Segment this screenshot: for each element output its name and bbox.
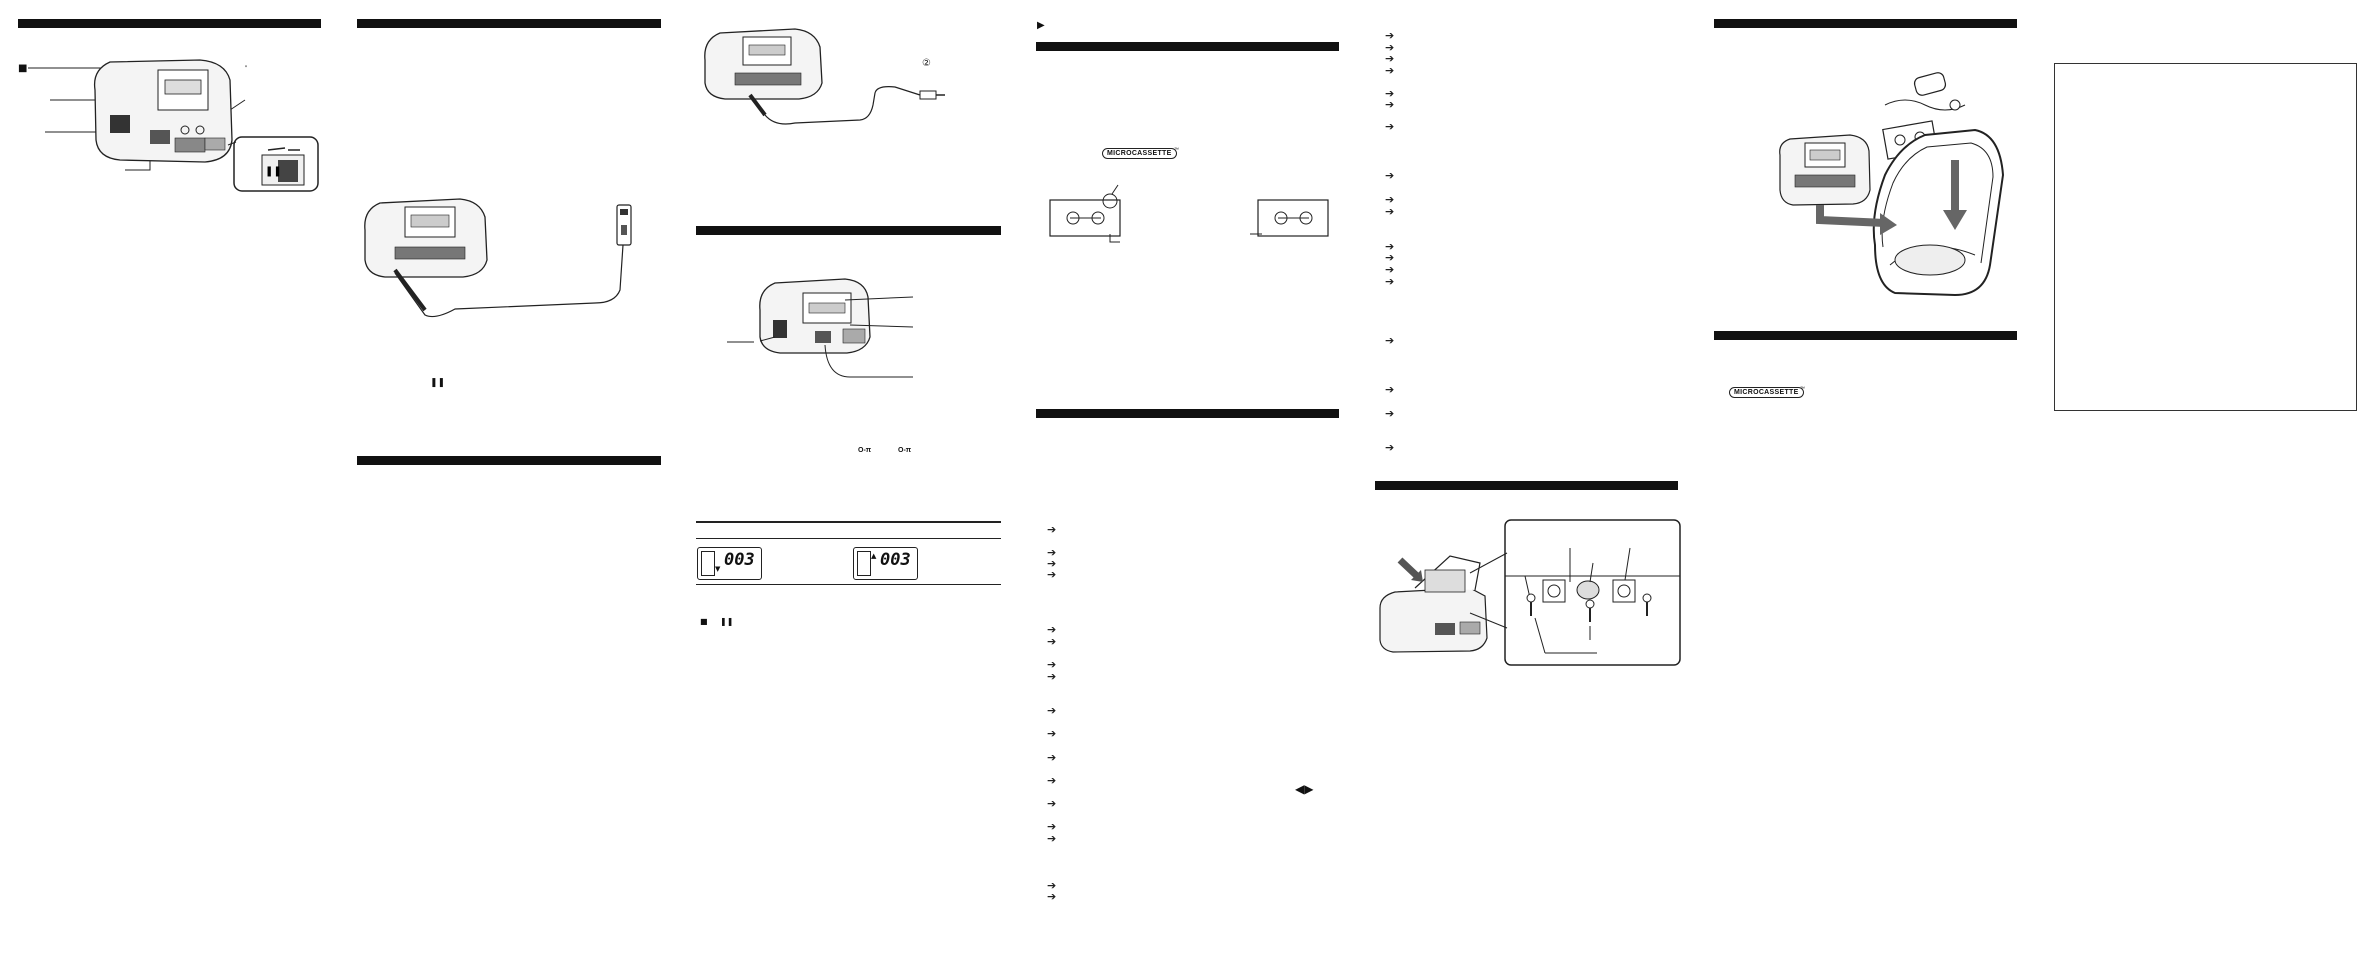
bullet-arrow: ➔ [1385,29,1395,42]
stop-symbol: ■ [18,63,28,74]
bullet-arrow: ➔ [1385,64,1395,77]
bullet-arrow: ➔ [1385,41,1395,54]
counter-value: 003 [880,550,911,570]
table-header-rule [696,538,1001,539]
microcassette-logo: MICROCASSETTE [1729,387,1804,398]
section-header-bar [1036,42,1339,51]
bullet-arrow: ➔ [1047,890,1057,903]
svg-text:″: ″ [245,66,248,72]
play-symbol: ▶ [1037,20,1045,31]
section-header-bar [357,19,661,28]
table-top-rule [696,521,1001,523]
bullet-arrow: ➔ [1385,263,1395,276]
svg-text:❚❚: ❚❚ [265,166,282,177]
bullet-arrow: ➔ [1047,623,1057,636]
recorder-controls-diagram-icon [727,278,914,378]
bullet-arrow: ➔ [1047,774,1057,787]
bullet-arrow: ➔ [1385,240,1395,253]
cassette-diagram-icon [1049,184,1329,243]
section-header-bar [1036,409,1339,418]
bullet-arrow: ➔ [1385,334,1395,347]
section-header-bar [1714,331,2017,340]
bullet-arrow: ➔ [1385,52,1395,65]
bullet-arrow: ➔ [1385,251,1395,264]
stop-symbol: ■ [700,617,708,626]
bullet-arrow: ➔ [1047,751,1057,764]
trademark-symbol: ™ [1174,147,1179,153]
carrying-case-icon [1779,72,2005,297]
bullet-arrow: ➔ [1047,727,1057,740]
bullet-arrow: ➔ [1385,169,1395,182]
counter-indicator: ▲ [871,552,877,560]
pause-symbol: ❚❚ [720,617,734,626]
table-bottom-rule [696,584,1001,585]
bullet-arrow: ➔ [1047,523,1057,536]
bullet-arrow: ➔ [1385,383,1395,396]
bullet-arrow: ➔ [1047,704,1057,717]
microcassette-logo: MICROCASSETTE [1102,148,1177,159]
recorder-illustration-icon: ″ ❚❚ [28,59,319,192]
rewind-ff-symbol: ◀▶ [1295,782,1314,796]
counter-display: 003 ▼ [697,547,762,580]
hold-off-symbol: O-π [898,447,912,454]
bullet-arrow: ➔ [1385,275,1395,288]
bullet-arrow: ➔ [1047,658,1057,671]
section-header-bar [696,226,1001,235]
circled-two-symbol: ② [922,58,931,69]
bullet-arrow: ➔ [1385,205,1395,218]
bullet-arrow: ➔ [1047,568,1057,581]
cleaning-diagram-icon [1379,519,1681,666]
counter-indicator: ▼ [715,565,721,573]
section-header-bar [1714,19,2017,28]
bullet-arrow: ➔ [1047,557,1057,570]
headphone-cable-icon [704,28,945,125]
bullet-arrow: ➔ [1385,120,1395,133]
bullet-arrow: ➔ [1385,441,1395,454]
bullet-arrow: ➔ [1047,832,1057,845]
counter-value: 003 [724,550,755,570]
bullet-arrow: ➔ [1047,820,1057,833]
bullet-arrow: ➔ [1385,87,1395,100]
bullet-arrow: ➔ [1047,546,1057,559]
bullet-arrow: ➔ [1047,635,1057,648]
bullet-arrow: ➔ [1385,407,1395,420]
section-header-bar [1375,481,1678,490]
hold-on-symbol: O-π [858,447,872,454]
bullet-arrow: ➔ [1385,98,1395,111]
bullet-arrow: ➔ [1047,670,1057,683]
section-header-bar [18,19,321,28]
counter-display: 003 ▲ [853,547,918,580]
blank-panel [2054,63,2357,411]
recorder-with-remote-icon [364,198,632,318]
pause-symbol: ❚❚ [430,378,446,388]
bullet-arrow: ➔ [1047,879,1057,892]
trademark-symbol: ™ [1800,386,1805,392]
bullet-arrow: ➔ [1047,797,1057,810]
section-header-bar [357,456,661,465]
bullet-arrow: ➔ [1385,193,1395,206]
